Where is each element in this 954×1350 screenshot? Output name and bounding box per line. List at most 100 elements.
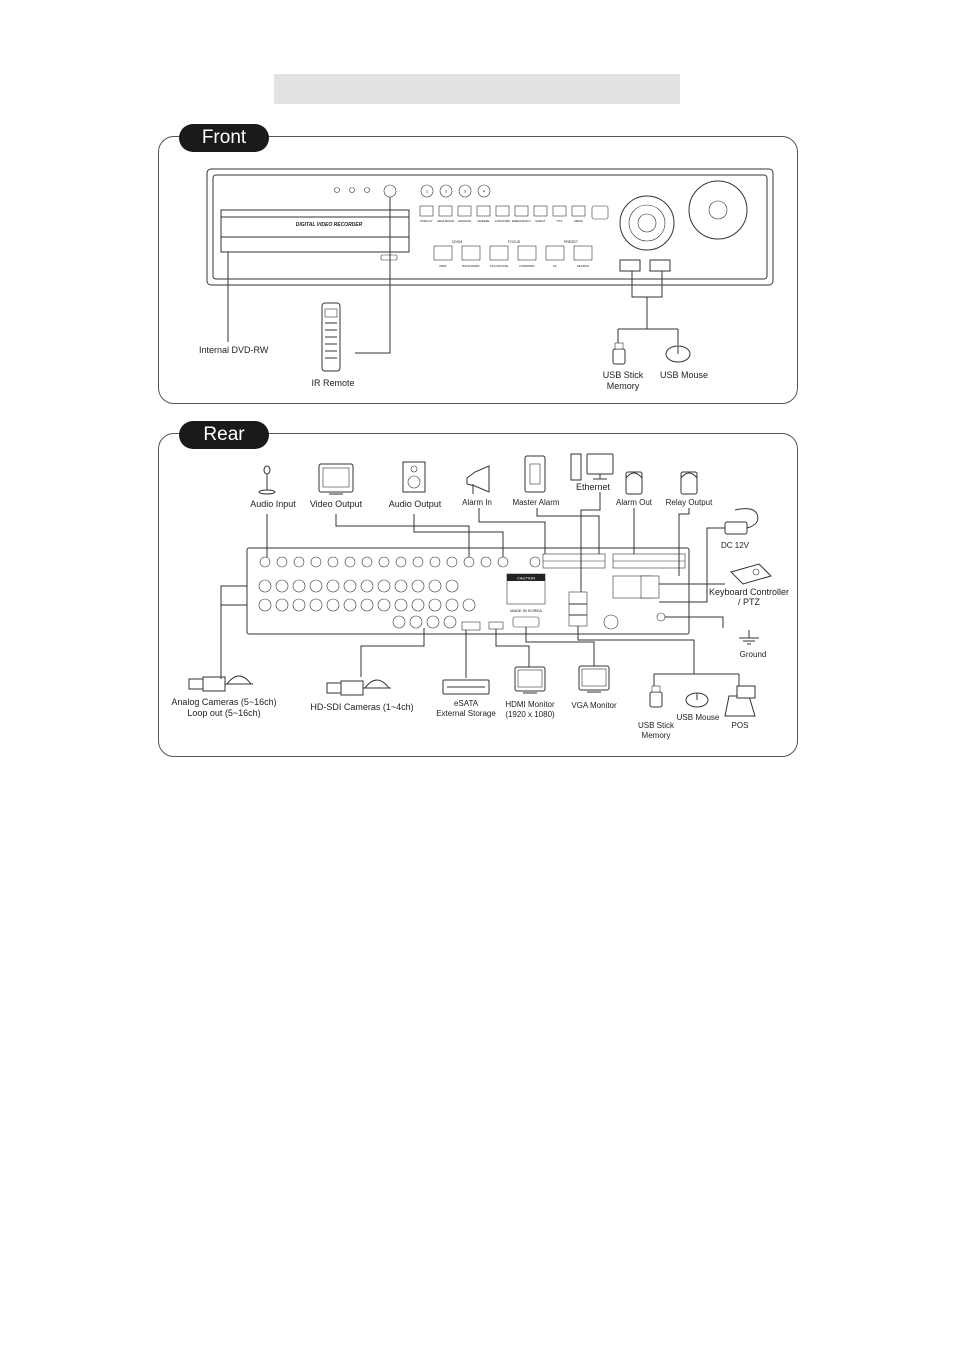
microphone-icon xyxy=(258,465,276,495)
hd-sdi-line xyxy=(360,628,425,677)
rear-usb-stick-label: USB Stick xyxy=(638,721,675,730)
front-usb-stick-memory-label: Memory xyxy=(607,381,640,391)
made-in-label: MADE IN KOREA xyxy=(510,608,542,613)
keyboard-controller-label: Keyboard Controller xyxy=(709,587,789,597)
svg-text:REW: REW xyxy=(440,264,447,268)
ground-label: Ground xyxy=(740,650,767,659)
master-alarm-connector xyxy=(529,556,541,568)
svg-text:SEQUENCE: SEQUENCE xyxy=(437,219,454,223)
power-connector xyxy=(603,614,619,630)
audio-output-line xyxy=(413,514,504,557)
hdmi-resolution-label: (1920 x 1080) xyxy=(505,710,555,719)
alarm-in-line xyxy=(478,508,546,554)
video-output-label: Video Output xyxy=(310,499,363,509)
analog-loop-outputs xyxy=(258,598,459,612)
analog-input-line xyxy=(220,585,247,679)
front-usb-mouse-label: USB Mouse xyxy=(660,370,708,380)
alarm-out-label: Alarm Out xyxy=(616,498,653,507)
relay-output-line xyxy=(678,508,690,576)
internal-dvd-rw-label: Internal DVD-RW xyxy=(199,345,269,355)
svg-text:FF: FF xyxy=(553,264,557,268)
ground-line xyxy=(665,616,724,628)
audio-input-label: Audio Input xyxy=(250,499,296,509)
hdmi-monitor-icon xyxy=(514,666,546,694)
rear-section-tag: Rear xyxy=(179,421,269,449)
front-panel-diagram: Front DIGITAL VIDEO RECORDER 1 2 3 4 DIS… xyxy=(158,124,798,404)
esata-storage-icon xyxy=(442,679,490,695)
keyboard-controller-icon xyxy=(730,563,772,585)
svg-text:AUDIO/IBG: AUDIO/IBG xyxy=(495,219,511,223)
front-drawing: DIGITAL VIDEO RECORDER 1 2 3 4 DISPLAY S… xyxy=(199,168,774,391)
hd-sdi-cameras-label: HD-SDI Cameras (1~4ch) xyxy=(310,702,413,712)
title-bar xyxy=(274,74,680,104)
preset-label: PRESET xyxy=(564,240,579,244)
front-section-tag: Front xyxy=(179,124,269,152)
hd-sdi-dome-camera-icon xyxy=(363,679,391,689)
front-usb-port-2 xyxy=(649,259,671,272)
led-2 xyxy=(349,187,355,193)
dc-adapter-icon xyxy=(724,508,759,535)
hdmi-monitor-label: HDMI Monitor xyxy=(505,700,555,709)
led-3 xyxy=(364,187,370,193)
svg-text:DISPLAY: DISPLAY xyxy=(420,219,432,223)
front-usb-port-1 xyxy=(619,259,641,272)
rear-usb-stick-memory-label: Memory xyxy=(642,731,671,740)
alarm-in-label: Alarm In xyxy=(462,498,492,507)
esata-label: eSATA xyxy=(454,699,479,708)
hdmi-port xyxy=(488,621,504,630)
ground-terminal xyxy=(656,612,666,622)
svg-text:EVENT: EVENT xyxy=(535,219,545,223)
keyboard-ptz-label: / PTZ xyxy=(738,597,761,607)
hdmi-line xyxy=(495,629,530,667)
focus-label: FOCUS xyxy=(508,240,521,244)
svg-text:1: 1 xyxy=(426,189,429,194)
svg-text:EMERGENCY: EMERGENCY xyxy=(512,219,531,223)
pos-label: POS xyxy=(732,721,749,730)
vga-line xyxy=(525,627,595,666)
ir-remote-label: IR Remote xyxy=(311,378,354,388)
video-output-line xyxy=(335,514,470,557)
svg-text:PLAY/PAUSE: PLAY/PAUSE xyxy=(490,264,508,268)
svg-text:PTZ: PTZ xyxy=(557,219,563,223)
siren-icon xyxy=(466,465,490,494)
vga-monitor-label: VGA Monitor xyxy=(571,701,617,710)
zoom-label: ZOOM xyxy=(452,240,463,244)
analog-loop-out-label: Loop out (5~16ch) xyxy=(187,708,260,718)
rear-usb-line xyxy=(577,626,695,674)
video-monitor-icon xyxy=(318,463,354,495)
vga-port xyxy=(512,616,540,628)
rear-usb-mouse-label: USB Mouse xyxy=(677,713,720,722)
svg-text:FREEZE: FREEZE xyxy=(478,219,490,223)
dc12v-label: DC 12V xyxy=(721,541,750,550)
analog-cameras-label: Analog Cameras (5~16ch) xyxy=(171,697,276,707)
ir-receiver xyxy=(383,184,397,198)
relay-output-device-icon xyxy=(680,471,698,495)
spot-output xyxy=(462,598,476,612)
video-output-connectors xyxy=(259,556,509,568)
rear-usb-mouse-icon xyxy=(685,692,709,708)
svg-text:ARCHIVE: ARCHIVE xyxy=(458,219,471,223)
vga-monitor-icon xyxy=(578,665,610,693)
hd-sdi-box-camera-icon xyxy=(326,680,364,696)
ethernet-line xyxy=(580,492,601,592)
svg-text:BACKWARD: BACKWARD xyxy=(462,264,480,268)
led-1 xyxy=(334,187,340,193)
usb-mouse-icon xyxy=(665,345,691,363)
svg-text:4: 4 xyxy=(483,189,486,194)
rear-usb-stick-icon xyxy=(649,685,663,708)
esata-external-storage-label: External Storage xyxy=(436,709,496,718)
svg-text:3: 3 xyxy=(464,189,467,194)
dvr-front-chassis xyxy=(206,168,774,286)
analog-dome-camera-icon xyxy=(225,675,253,685)
computer-icon xyxy=(570,453,614,481)
analog-camera-inputs xyxy=(258,579,459,593)
analog-box-camera-icon xyxy=(188,676,226,692)
ir-remote-icon xyxy=(321,302,341,372)
alarm-out-device-icon xyxy=(625,471,643,495)
usb-stick-icon xyxy=(612,342,626,365)
device-label: DIGITAL VIDEO RECORDER xyxy=(296,222,363,228)
ir-connector-line xyxy=(355,197,391,354)
playback-buttons: REW BACKWARD PLAY/PAUSE FORWARD FF SEARC… xyxy=(433,245,593,268)
svg-text:2: 2 xyxy=(445,189,448,194)
dc12v-line xyxy=(659,527,725,603)
